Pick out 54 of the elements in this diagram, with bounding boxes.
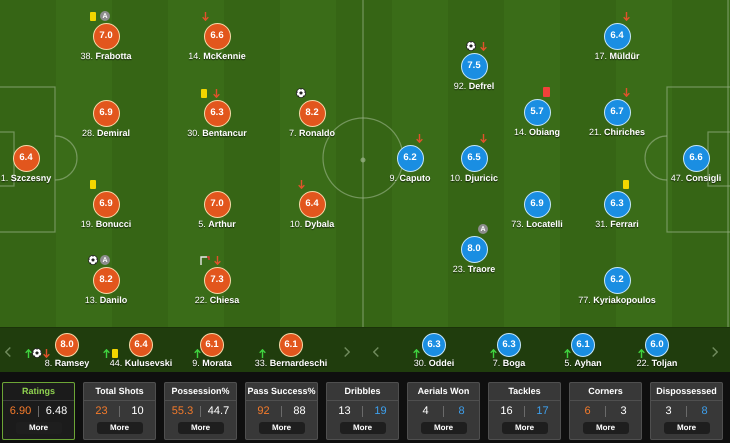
stat-value: 44.7 <box>208 405 230 418</box>
stat-value: 8 <box>701 405 708 418</box>
stat-value: 10 <box>131 405 144 418</box>
more-button: More <box>502 422 548 434</box>
stat-title: Possession% <box>171 386 230 397</box>
player-name: 47. Consigli <box>670 172 722 184</box>
stat-value: 3 <box>665 405 672 418</box>
stat-value: 8 <box>458 405 465 418</box>
stat-panel <box>2 382 75 440</box>
stat-title: Pass Success% <box>247 386 316 397</box>
stat-value: 6.48 <box>46 405 68 418</box>
stat-value: 88 <box>293 405 306 418</box>
stat-value: 92 <box>257 405 270 418</box>
player-name: 7. Boga <box>492 358 526 369</box>
player-name: 44. Kulusevski <box>110 358 172 369</box>
more-button: More <box>96 422 142 434</box>
stat-value: 13 <box>338 405 351 418</box>
more-button: More <box>340 422 386 434</box>
player-name: 8. Ramsey <box>44 358 90 369</box>
stat-title: Dribbles <box>344 386 380 397</box>
stat-value: 3 <box>620 405 627 418</box>
stat-panel <box>650 382 723 440</box>
player-name: 22. Toljan <box>636 358 678 369</box>
stat-value: 19 <box>374 405 387 418</box>
stat-value: 55.3 <box>172 405 194 418</box>
stat-value: 23 <box>95 405 108 418</box>
stat-panel <box>245 382 318 440</box>
player-name: 9. Morata <box>192 358 232 369</box>
player-name: 30. Oddei <box>414 358 454 369</box>
stat-value: 4 <box>422 405 429 418</box>
stat-panel <box>407 382 480 440</box>
more-button: More <box>178 422 224 434</box>
stat-panel <box>326 382 399 440</box>
more-button: More <box>420 422 466 434</box>
more-button: More <box>258 422 304 434</box>
stat-value: 6.90 <box>10 405 32 418</box>
stat-value: 16 <box>500 405 513 418</box>
stat-panel <box>569 382 642 440</box>
stat-panel <box>164 382 237 440</box>
stat-value: 6 <box>584 405 591 418</box>
player-name: 33. Bernardeschi <box>254 358 328 369</box>
stat-title: Dispossessed <box>656 386 717 397</box>
stat-panel <box>83 382 156 440</box>
stat-value: 17 <box>536 405 549 418</box>
stat-title: Aerials Won <box>418 386 470 397</box>
more-button: More <box>582 422 628 434</box>
player-name: 1. Szczesny <box>0 172 52 184</box>
stat-title: Ratings <box>22 386 55 397</box>
player-name: 5. Ayhan <box>564 358 602 369</box>
stat-title: Total Shots <box>95 386 144 397</box>
stat-title: Corners <box>588 386 623 397</box>
more-button: More <box>664 422 710 434</box>
stat-title: Tackles <box>508 386 541 397</box>
stat-panel <box>488 382 561 440</box>
